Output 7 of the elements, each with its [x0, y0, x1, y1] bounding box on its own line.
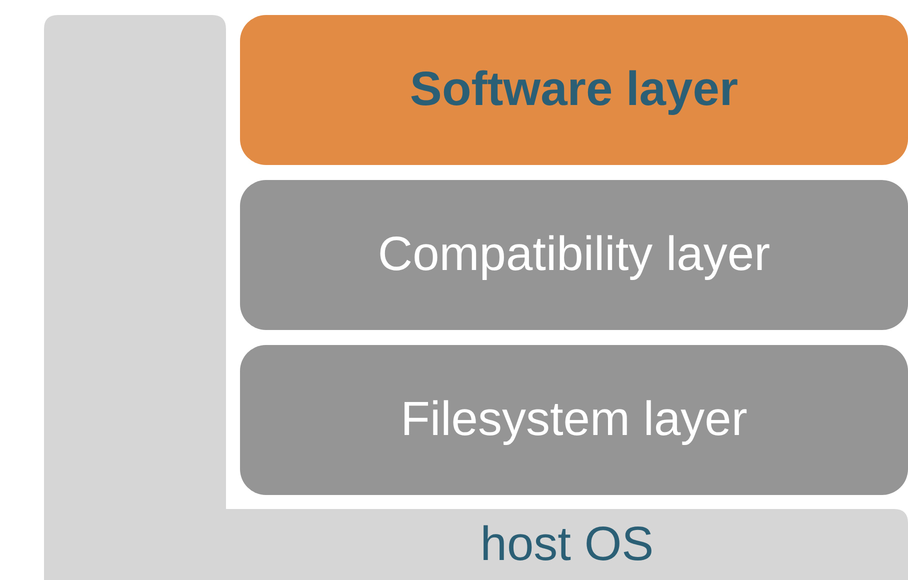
layer-box	[240, 345, 908, 495]
layer-label: Filesystem layer	[400, 394, 748, 446]
layer-label: Compatibility layer	[378, 228, 770, 282]
layer-box	[240, 180, 908, 330]
layer-label: Software layer	[410, 64, 738, 116]
layer-box	[240, 15, 908, 165]
layer-label: host OS	[479, 516, 655, 573]
